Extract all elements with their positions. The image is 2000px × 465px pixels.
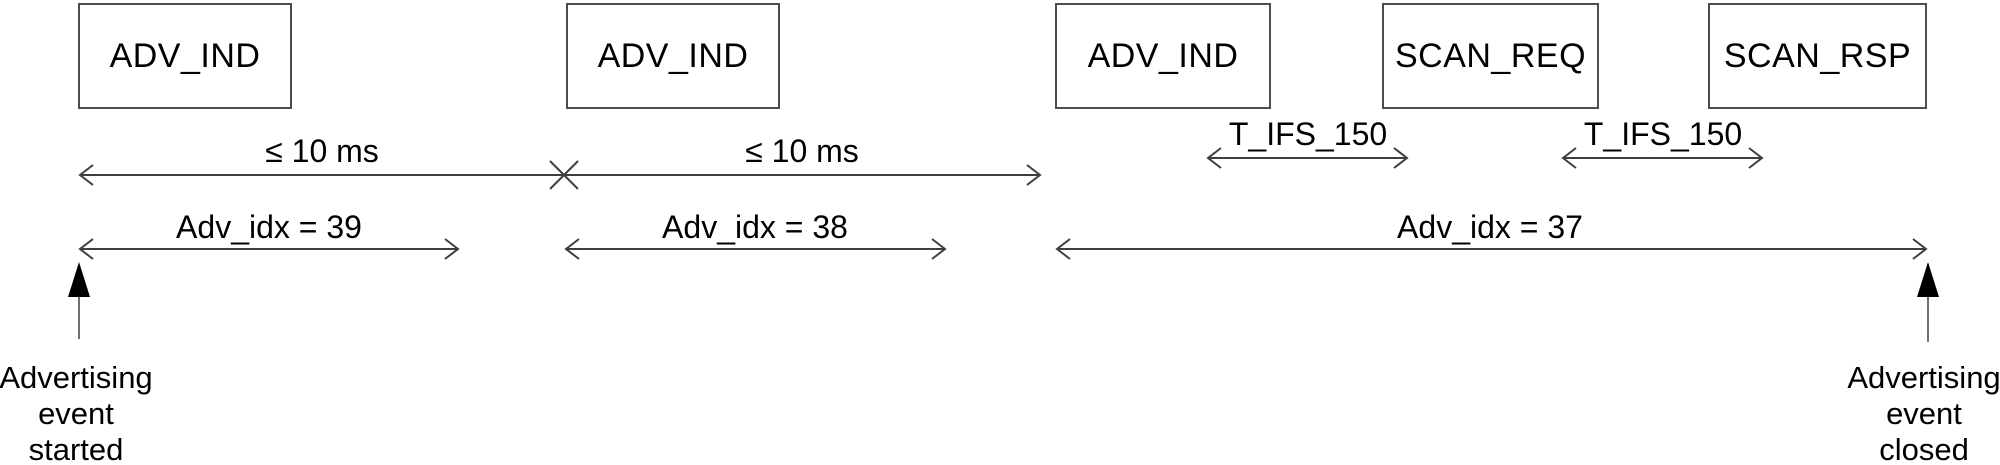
event-closed-line-1: Advertising: [1847, 360, 2000, 395]
adv-delay-span-arrow: [78, 164, 1042, 186]
event-closed-line-3: closed: [1879, 432, 1969, 465]
tifs-label-1: T_IFS_150: [1228, 116, 1388, 152]
event-started-arrow: [68, 262, 90, 339]
event-started-line-1: Advertising: [0, 360, 153, 395]
packet-label: ADV_IND: [597, 36, 749, 75]
packet-box-adv-ind-3: ADV_IND: [1055, 3, 1271, 109]
adv-idx-38-label: Adv_idx = 38: [662, 209, 848, 245]
event-closed-arrow: [1917, 262, 1939, 342]
packet-label: ADV_IND: [109, 36, 261, 75]
adv-idx-38-arrow: [564, 238, 947, 260]
adv-idx-37-label: Adv_idx = 37: [1397, 209, 1583, 245]
adv-idx-39-label: Adv_idx = 39: [176, 209, 362, 245]
tifs-label-2: T_IFS_150: [1583, 116, 1743, 152]
event-started-label: Advertising event started: [0, 360, 153, 465]
packet-box-scan-rsp: SCAN_RSP: [1708, 3, 1927, 109]
packet-label: SCAN_RSP: [1723, 36, 1912, 75]
adv-idx-39-arrow: [78, 238, 460, 260]
packet-box-adv-ind-1: ADV_IND: [78, 3, 292, 109]
packet-box-adv-ind-2: ADV_IND: [566, 3, 780, 109]
event-closed-label: Advertising event closed: [1847, 360, 2000, 465]
event-started-line-3: started: [28, 432, 124, 465]
packet-label: ADV_IND: [1087, 36, 1239, 75]
packet-box-scan-req: SCAN_REQ: [1382, 3, 1599, 109]
adv-idx-37-arrow: [1055, 238, 1928, 260]
adv-delay-label-1: ≤ 10 ms: [265, 133, 379, 169]
event-closed-line-2: event: [1886, 396, 1962, 431]
adv-delay-divider-x: [549, 160, 579, 190]
tifs-arrow-1: [1206, 147, 1409, 169]
event-started-line-2: event: [38, 396, 114, 431]
tifs-arrow-2: [1561, 147, 1764, 169]
packet-label: SCAN_REQ: [1394, 36, 1587, 75]
adv-delay-label-2: ≤ 10 ms: [745, 133, 859, 169]
